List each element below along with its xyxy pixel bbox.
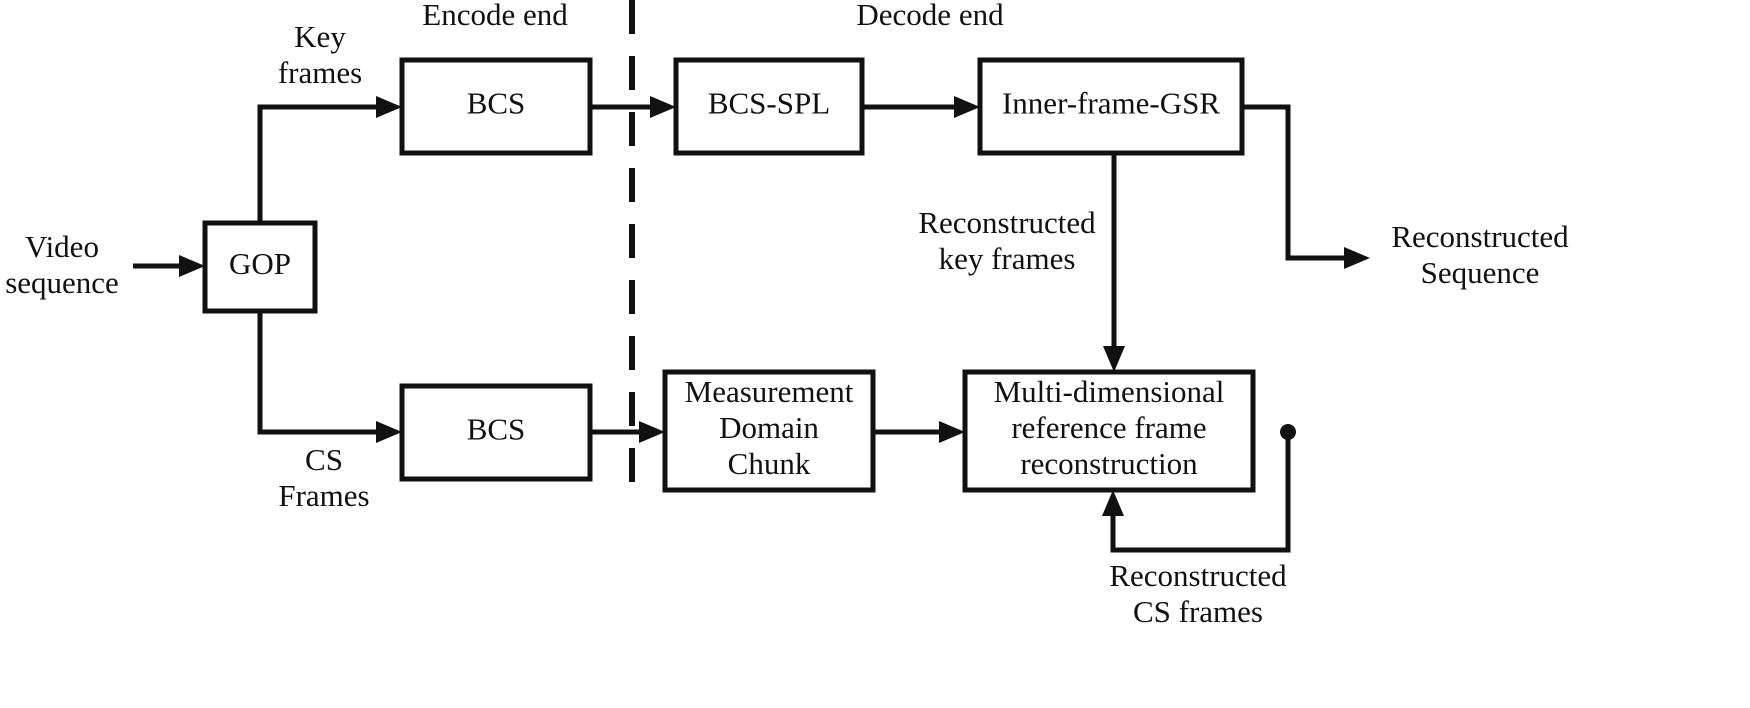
- box-outline-measurement-domain-chunk: [662, 369, 876, 493]
- mdrfr-feedback: [1110, 432, 1291, 553]
- label-line-cs-frames: CS: [305, 442, 343, 477]
- arrow-into-gsr: [954, 96, 980, 118]
- arrow-into-mdc: [639, 421, 665, 443]
- label-line-video-sequence: Video: [25, 229, 99, 264]
- gsr-to-output: [1242, 104, 1350, 261]
- arrow-to-reconstructed-sequence: [1344, 247, 1370, 269]
- junction-dot-group: [1280, 424, 1296, 440]
- box-inner-frame-gsr[interactable]: Inner-frame-GSR: [977, 57, 1245, 156]
- arrowhead-group: [179, 96, 1370, 516]
- label-line-reconstructed-cs-frames: Reconstructed: [1109, 558, 1287, 593]
- mdrfr-output-junction: [1280, 424, 1296, 440]
- label-line-reconstructed-cs-frames: CS frames: [1133, 594, 1263, 629]
- section-label-group: Encode end Decode end: [422, 0, 1004, 32]
- box-label-multi-dimensional-reference-frame-reconstruction: reconstruction: [1020, 446, 1198, 481]
- box-label-multi-dimensional-reference-frame-reconstruction: reference frame: [1011, 410, 1206, 445]
- label-line-reconstructed-key-frames: Reconstructed: [918, 205, 1096, 240]
- label-line-reconstructed-sequence: Reconstructed: [1391, 219, 1569, 254]
- box-label-bcs-spl: BCS-SPL: [708, 86, 830, 121]
- gop-to-key-bcs: [257, 104, 387, 223]
- arrow-into-mdrfr-left: [939, 421, 965, 443]
- label-line-reconstructed-sequence: Sequence: [1421, 255, 1540, 290]
- box-bcs-cs[interactable]: BCS: [399, 383, 593, 482]
- box-label-multi-dimensional-reference-frame-reconstruction: Multi-dimensional: [994, 374, 1225, 409]
- arrow-into-bcs-spl: [650, 96, 676, 118]
- box-gop[interactable]: GOP: [202, 220, 318, 314]
- connector-group: [133, 104, 1350, 553]
- box-label-gop: GOP: [229, 246, 291, 281]
- box-outline-multi-dimensional-reference-frame-reconstruction: [962, 369, 1256, 493]
- arrow-into-mdrfr-top: [1103, 346, 1125, 372]
- label-line-video-sequence: sequence: [5, 265, 119, 300]
- free-label-group: VideosequenceKeyframesCSFramesReconstruc…: [5, 19, 1569, 629]
- label-line-cs-frames: Frames: [278, 478, 369, 513]
- box-bcs-spl[interactable]: BCS-SPL: [673, 57, 865, 156]
- box-outline-bcs-cs: [399, 383, 593, 482]
- section-label-encode-end: Encode end: [422, 0, 568, 32]
- process-box-group: GOP BCS BCS BCS-SPL Inner-frame-GSR Measureme…: [202, 57, 1256, 493]
- arrow-into-mdrfr-bottom: [1102, 490, 1124, 516]
- section-label-decode-end: Decode end: [856, 0, 1004, 32]
- arrow-into-gop: [179, 255, 205, 277]
- box-label-inner-frame-gsr: Inner-frame-GSR: [1002, 86, 1220, 121]
- box-label-measurement-domain-chunk: Chunk: [728, 446, 811, 481]
- box-label-measurement-domain-chunk: Measurement: [685, 374, 854, 409]
- gop-to-cs-bcs: [257, 311, 387, 435]
- label-line-key-frames: Key: [294, 19, 346, 54]
- label-line-reconstructed-key-frames: key frames: [939, 241, 1076, 276]
- box-outline-inner-frame-gsr: [977, 57, 1245, 156]
- box-label-bcs-cs: BCS: [467, 412, 526, 447]
- box-outline-gop: [202, 220, 318, 314]
- label-line-key-frames: frames: [278, 55, 362, 90]
- box-label-bcs-key: BCS: [467, 86, 526, 121]
- box-outline-bcs-key: [399, 57, 593, 156]
- box-outline-bcs-spl: [673, 57, 865, 156]
- arrow-into-bcs-cs: [376, 421, 402, 443]
- box-label-measurement-domain-chunk: Domain: [719, 410, 819, 445]
- box-bcs-key[interactable]: BCS: [399, 57, 593, 156]
- arrow-into-bcs-key: [376, 96, 402, 118]
